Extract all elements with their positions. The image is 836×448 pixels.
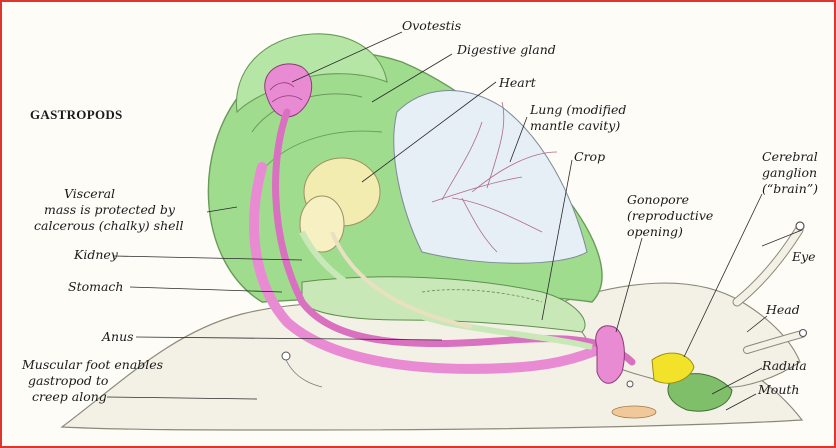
- label-lung-line2: mantle cavity): [530, 118, 620, 133]
- label-ovotestis: Ovotestis: [402, 18, 461, 33]
- label-anus: Anus: [101, 329, 134, 344]
- label-gonopore-line2: (reproductive: [627, 208, 713, 223]
- label-eye: Eye: [791, 249, 816, 264]
- label-cerebral-line3: (“brain”): [762, 181, 818, 196]
- label-foot-line2: gastropod to: [28, 373, 108, 388]
- eye-icon: [796, 222, 804, 230]
- label-foot-line3: creep along: [32, 389, 107, 404]
- label-visceral-line3: calcerous (chalky) shell: [34, 218, 184, 233]
- label-gonopore-line1: Gonopore: [627, 192, 689, 207]
- label-cerebral-line1: Cerebral: [762, 149, 818, 164]
- label-gonopore-line3: opening): [627, 224, 683, 239]
- label-heart: Heart: [498, 75, 537, 90]
- label-crop: Crop: [574, 149, 605, 164]
- label-head: Head: [765, 302, 800, 317]
- label-mouth: Mouth: [757, 382, 799, 397]
- label-radula: Radula: [761, 358, 807, 373]
- foot-gland: [612, 406, 656, 418]
- label-lung-line1: Lung (modified: [529, 102, 626, 117]
- label-visceral-line1: Visceral: [64, 186, 115, 201]
- label-foot-line1: Muscular foot enables: [21, 357, 163, 372]
- diagram-title: GASTROPODS: [30, 107, 123, 122]
- gonopore-sac: [596, 326, 625, 384]
- label-digestive-gland: Digestive gland: [456, 42, 556, 57]
- label-stomach: Stomach: [68, 279, 123, 294]
- label-visceral-line2: mass is protected by: [44, 202, 176, 217]
- gonopore: [627, 381, 633, 387]
- label-kidney: Kidney: [73, 247, 119, 262]
- anus-opening: [282, 352, 290, 360]
- label-cerebral-line2: ganglion: [762, 165, 817, 180]
